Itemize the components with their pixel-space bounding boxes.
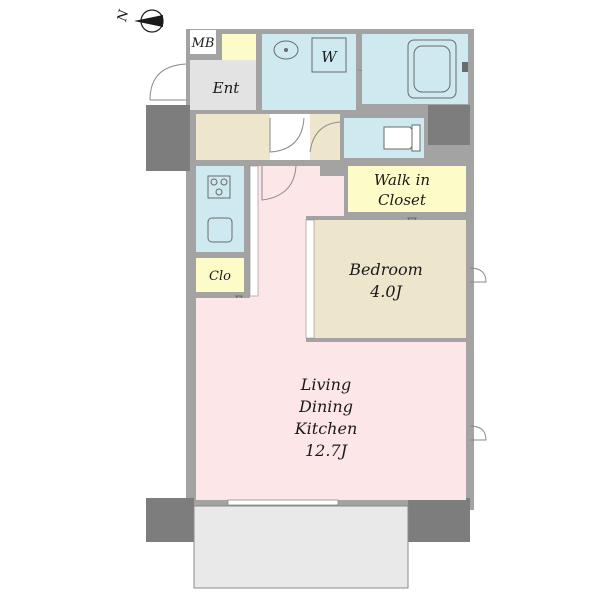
balcony [193,499,409,589]
kitchen-counter [196,166,244,252]
sink-icon [273,40,299,60]
storage-small [222,34,256,60]
hall-door-swing-icon [269,117,305,153]
ldk-door-swing-icon [261,165,297,201]
room-entrance: Ent [149,60,256,110]
compass: N [115,8,164,33]
room-washroom-label: W [321,48,338,66]
entrance-door-swing-icon [149,63,187,101]
balcony-window [227,499,339,506]
washing-machine-icon [311,37,347,73]
room-washroom: W [262,34,381,110]
bathtub-icon [407,39,457,99]
room-ldk-line2: Dining [298,397,353,416]
room-ldk-size: 12.7J [305,441,349,460]
room-bedroom-size: 4.0J [369,282,403,301]
room-toilet [344,118,424,158]
room-bedroom-name: Bedroom [348,260,423,279]
room-closet: Clo [196,258,244,305]
toilet-icon [383,126,416,150]
room-hall [196,114,341,160]
room-bathroom [362,34,468,104]
room-ldk: Living Dining Kitchen 12.7J [196,165,487,500]
room-walk-in-closet-line2: Closet [378,191,427,209]
bedroom-window-swing-icon [469,267,487,283]
stove-icon [207,175,231,199]
toilet-door-swing-icon [309,121,341,153]
room-ldk-line3: Kitchen [294,419,358,438]
compass-label: N [115,8,132,24]
room-walk-in-closet-line1: Walk in [374,171,430,189]
room-walk-in-closet: Walk in Closet [348,166,466,228]
room-ldk-line1: Living [300,375,351,394]
kitchen-sink-icon [207,217,233,243]
compass-needle-icon [134,15,163,27]
ldk-window-swing-icon [469,425,487,441]
room-bedroom: Bedroom 4.0J [305,219,487,339]
room-mb: MB [190,30,216,54]
room-closet-label: Clo [209,269,231,284]
room-entrance-label: Ent [212,79,241,97]
room-mb-label: MB [191,36,215,51]
